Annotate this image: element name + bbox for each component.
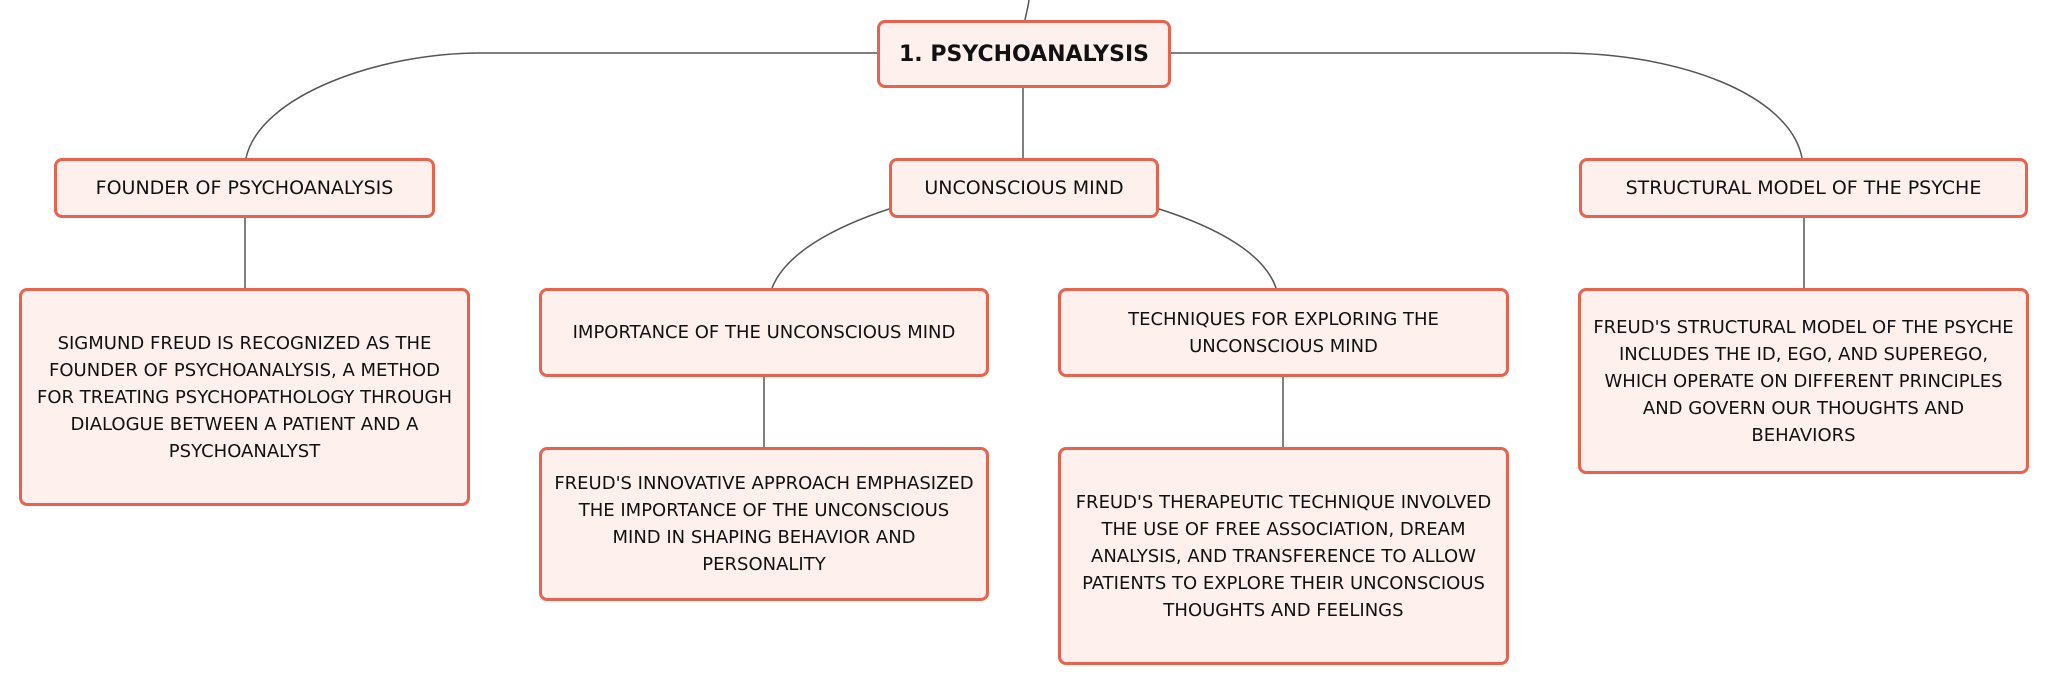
connector-root-to-structural (1170, 52, 1803, 159)
node-structural-detail-text: FREUD'S STRUCTURAL MODEL OF THE PSYCHE I… (1593, 316, 2014, 446)
connector-parent-to-root (1024, 0, 1030, 21)
connector-unconscious-to-importance (771, 207, 893, 289)
node-techniques-detail[interactable]: FREUD'S THERAPEUTIC TECHNIQUE INVOLVED T… (1058, 447, 1509, 665)
node-importance-detail-text: FREUD'S INNOVATIVE APPROACH EMPHASIZED T… (554, 473, 974, 575)
node-techniques-for-exploring[interactable]: TECHNIQUES FOR EXPLORING THE UNCONSCIOUS… (1058, 288, 1509, 377)
node-founder-label: FOUNDER OF PSYCHOANALYSIS (95, 176, 394, 199)
node-importance-of-unconscious[interactable]: IMPORTANCE OF THE UNCONSCIOUS MIND (539, 288, 989, 377)
node-unconscious-mind[interactable]: UNCONSCIOUS MIND (889, 158, 1159, 218)
node-structural-label: STRUCTURAL MODEL OF THE PSYCHE (1625, 176, 1982, 199)
node-techniques-label: TECHNIQUES FOR EXPLORING THE UNCONSCIOUS… (1128, 308, 1439, 357)
node-unconscious-label: UNCONSCIOUS MIND (924, 176, 1124, 199)
node-importance-detail[interactable]: FREUD'S INNOVATIVE APPROACH EMPHASIZED T… (539, 447, 989, 601)
connector-unconscious-to-techniques (1155, 207, 1277, 289)
node-techniques-detail-text: FREUD'S THERAPEUTIC TECHNIQUE INVOLVED T… (1075, 491, 1492, 621)
node-importance-label: IMPORTANCE OF THE UNCONSCIOUS MIND (572, 322, 956, 343)
node-founder-detail-text: SIGMUND FREUD IS RECOGNIZED AS THE FOUND… (36, 332, 453, 462)
root-node-psychoanalysis[interactable]: 1. PSYCHOANALYSIS (877, 20, 1171, 88)
connector-root-to-founder (245, 52, 878, 159)
node-founder-of-psychoanalysis[interactable]: FOUNDER OF PSYCHOANALYSIS (54, 158, 435, 218)
node-structural-model[interactable]: STRUCTURAL MODEL OF THE PSYCHE (1579, 158, 2028, 218)
node-founder-detail[interactable]: SIGMUND FREUD IS RECOGNIZED AS THE FOUND… (19, 288, 470, 506)
root-node-label: 1. PSYCHOANALYSIS (899, 41, 1149, 67)
node-structural-detail[interactable]: FREUD'S STRUCTURAL MODEL OF THE PSYCHE I… (1578, 288, 2029, 474)
